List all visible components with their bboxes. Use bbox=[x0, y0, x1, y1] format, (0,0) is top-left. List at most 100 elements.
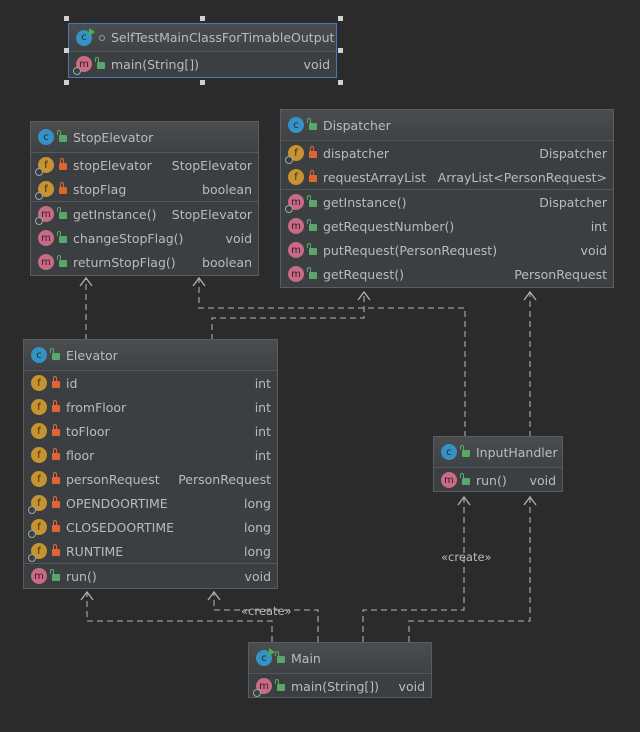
selection-handle[interactable] bbox=[338, 80, 343, 85]
arrowhead bbox=[80, 590, 94, 601]
static-icon bbox=[28, 506, 36, 514]
public-icon bbox=[307, 267, 317, 279]
method-row[interactable]: m main(String[]) void bbox=[249, 674, 431, 698]
class-selftestmain[interactable]: c SelfTestMainClassForTimableOutput m ma… bbox=[68, 23, 337, 78]
method-row[interactable]: m getRequest() PersonRequest bbox=[281, 262, 613, 286]
method-row[interactable]: m changeStopFlag() void bbox=[31, 226, 258, 250]
fields-section: f id int f fromFloor int f toFloor int f… bbox=[24, 371, 277, 564]
selection-handle[interactable] bbox=[338, 48, 343, 53]
field-row[interactable]: f toFloor int bbox=[24, 419, 277, 443]
public-icon bbox=[57, 130, 67, 142]
class-inputhandler[interactable]: c InputHandler m run() void bbox=[433, 436, 563, 492]
class-header: c InputHandler bbox=[434, 437, 562, 468]
class-elevator[interactable]: c Elevator f id int f fromFloor int f to… bbox=[23, 339, 278, 589]
method-icon: m bbox=[38, 230, 54, 246]
class-dispatcher[interactable]: c Dispatcher f dispatcher Dispatcher f r… bbox=[280, 109, 614, 288]
field-row[interactable]: f OPENDOORTIME long bbox=[24, 491, 277, 515]
arrowhead bbox=[79, 276, 93, 287]
field-icon: f bbox=[31, 471, 47, 487]
method-type: int bbox=[590, 218, 607, 234]
private-icon bbox=[309, 146, 317, 158]
field-row[interactable]: f dispatcher Dispatcher bbox=[281, 141, 613, 165]
method-row[interactable]: m getRequestNumber() int bbox=[281, 214, 613, 238]
method-icon: m bbox=[31, 568, 47, 584]
selection-handle[interactable] bbox=[200, 16, 205, 21]
static-icon bbox=[28, 554, 36, 562]
selection-handle[interactable] bbox=[200, 80, 205, 85]
method-row[interactable]: m putRequest(PersonRequest) void bbox=[281, 238, 613, 262]
field-icon: f bbox=[288, 169, 304, 185]
method-name: run() bbox=[476, 472, 507, 488]
method-name: returnStopFlag() bbox=[73, 254, 176, 270]
method-icon: m bbox=[288, 266, 304, 282]
static-icon bbox=[35, 192, 43, 200]
field-row[interactable]: f requestArrayList ArrayList<PersonReque… bbox=[281, 165, 613, 189]
class-stopelevator[interactable]: c StopElevator f stopElevator StopElevat… bbox=[30, 121, 259, 276]
method-icon: m bbox=[253, 678, 272, 697]
method-icon: m bbox=[288, 218, 304, 234]
field-type: boolean bbox=[202, 181, 252, 197]
private-icon bbox=[52, 448, 60, 460]
method-name: main(String[]) bbox=[111, 56, 200, 72]
static-icon bbox=[253, 689, 261, 697]
field-row[interactable]: f id int bbox=[24, 371, 277, 395]
field-row[interactable]: f floor int bbox=[24, 443, 277, 467]
public-icon bbox=[307, 219, 317, 231]
method-type: void bbox=[303, 56, 330, 72]
field-name: personRequest bbox=[66, 471, 160, 487]
field-icon: f bbox=[35, 181, 54, 200]
method-row[interactable]: m run() void bbox=[434, 468, 562, 492]
field-icon: f bbox=[31, 447, 47, 463]
field-row[interactable]: f CLOSEDOORTIME long bbox=[24, 515, 277, 539]
fields-section: f dispatcher Dispatcher f requestArrayLi… bbox=[281, 141, 613, 190]
method-type: void bbox=[225, 230, 252, 246]
field-row[interactable]: f RUNTIME long bbox=[24, 539, 277, 563]
field-icon: f bbox=[285, 145, 304, 164]
create-label-inputhandler: «create» bbox=[441, 550, 492, 564]
method-type: void bbox=[398, 678, 425, 694]
field-icon: f bbox=[28, 495, 47, 514]
field-row[interactable]: f personRequest PersonRequest bbox=[24, 467, 277, 491]
public-icon bbox=[307, 195, 317, 207]
method-name: run() bbox=[66, 568, 97, 584]
selection-handle[interactable] bbox=[64, 80, 69, 85]
class-main[interactable]: c Main m main(String[]) void bbox=[248, 642, 432, 698]
field-type: long bbox=[244, 519, 271, 535]
methods-section: m run() void bbox=[24, 564, 277, 588]
method-name: getRequest() bbox=[323, 266, 405, 282]
method-icon: m bbox=[288, 242, 304, 258]
class-header: c Dispatcher bbox=[281, 110, 613, 141]
field-icon: f bbox=[31, 423, 47, 439]
method-row[interactable]: m getInstance() StopElevator bbox=[31, 202, 258, 226]
field-row[interactable]: f stopElevator StopElevator bbox=[31, 153, 258, 177]
method-type: void bbox=[580, 242, 607, 258]
class-name: StopElevator bbox=[73, 129, 154, 145]
private-icon bbox=[59, 182, 67, 194]
class-name: Dispatcher bbox=[323, 117, 391, 133]
method-row[interactable]: m run() void bbox=[24, 564, 277, 588]
arrowhead bbox=[192, 276, 206, 287]
field-name: floor bbox=[66, 447, 95, 463]
arrowhead bbox=[357, 290, 371, 301]
method-row[interactable]: m returnStopFlag() boolean bbox=[31, 250, 258, 274]
selection-handle[interactable] bbox=[64, 48, 69, 53]
selection-handle[interactable] bbox=[64, 16, 69, 21]
field-row[interactable]: f fromFloor int bbox=[24, 395, 277, 419]
field-icon: f bbox=[31, 399, 47, 415]
class-header: c Main bbox=[249, 643, 431, 674]
methods-section: m getInstance() Dispatcher m getRequestN… bbox=[281, 190, 613, 286]
static-icon bbox=[35, 168, 43, 176]
field-name: RUNTIME bbox=[66, 543, 124, 559]
public-icon bbox=[275, 651, 285, 663]
method-row[interactable]: m main(String[]) void bbox=[69, 52, 336, 76]
selection-handle[interactable] bbox=[338, 16, 343, 21]
public-icon bbox=[307, 243, 317, 255]
field-name: requestArrayList bbox=[323, 169, 427, 185]
field-row[interactable]: f stopFlag boolean bbox=[31, 177, 258, 201]
static-icon bbox=[285, 205, 293, 213]
package-private-icon bbox=[99, 34, 105, 41]
field-type: Dispatcher bbox=[539, 145, 607, 161]
class-icon: c bbox=[441, 444, 457, 460]
dep-main-inputhandler bbox=[408, 497, 531, 642]
method-row[interactable]: m getInstance() Dispatcher bbox=[281, 190, 613, 214]
